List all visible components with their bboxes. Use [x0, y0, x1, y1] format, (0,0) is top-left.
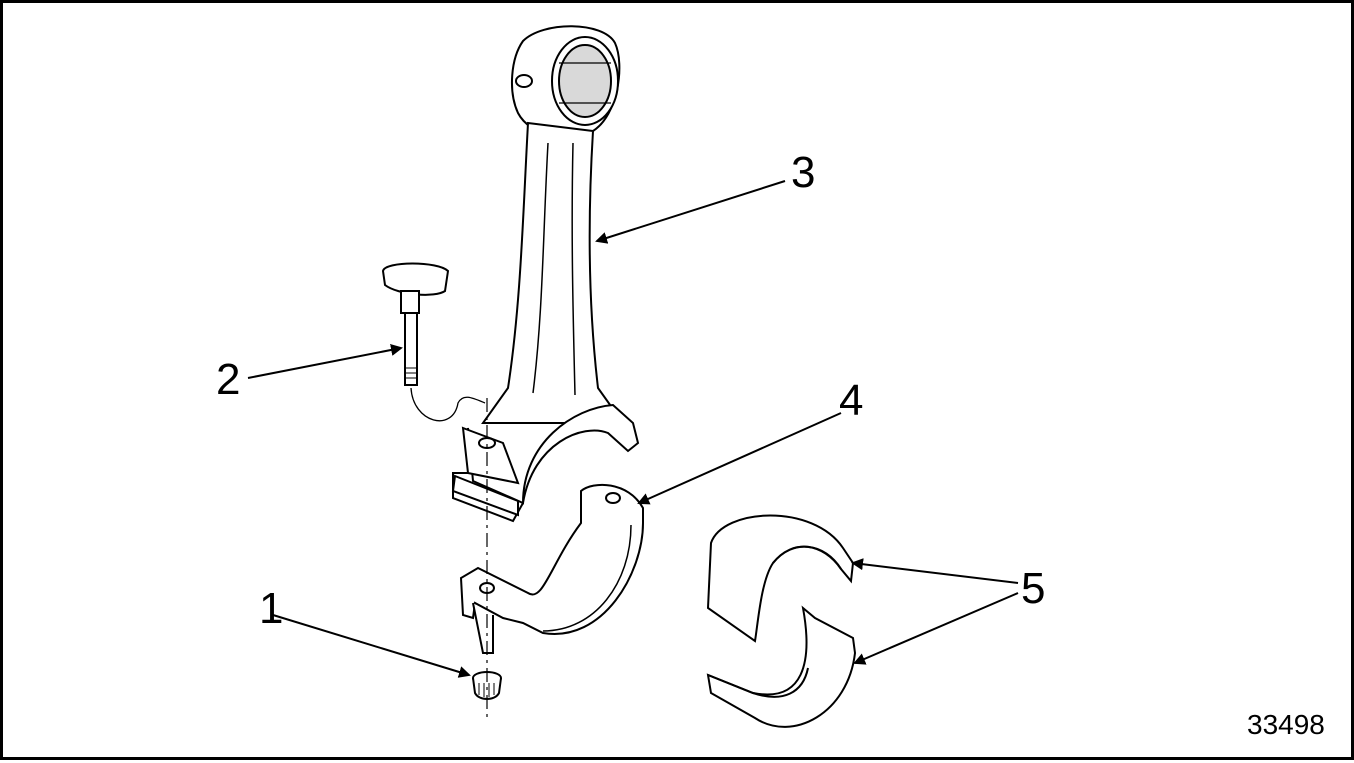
- connecting-rod: [451, 25, 640, 523]
- figure-number: 33498: [1247, 709, 1325, 740]
- leader-arrow-3: [595, 180, 786, 244]
- bearing-shells: [706, 514, 857, 728]
- rod-cap: [459, 483, 644, 654]
- leader-arrow-1: [272, 614, 471, 678]
- leader-arrow-2: [247, 344, 403, 379]
- diagram-drawing: [247, 25, 1019, 728]
- rod-bolt: [381, 262, 486, 422]
- callout-5: 5: [1021, 564, 1046, 613]
- leader-arrow-5b: [853, 592, 1019, 665]
- callout-4: 4: [839, 376, 864, 425]
- leader-arrow-5a: [851, 558, 1019, 584]
- callout-1: 1: [259, 584, 284, 633]
- leader-lines: [247, 180, 1019, 678]
- callout-3: 3: [791, 148, 816, 197]
- leader-arrow-4: [637, 412, 842, 505]
- callout-2: 2: [216, 355, 241, 404]
